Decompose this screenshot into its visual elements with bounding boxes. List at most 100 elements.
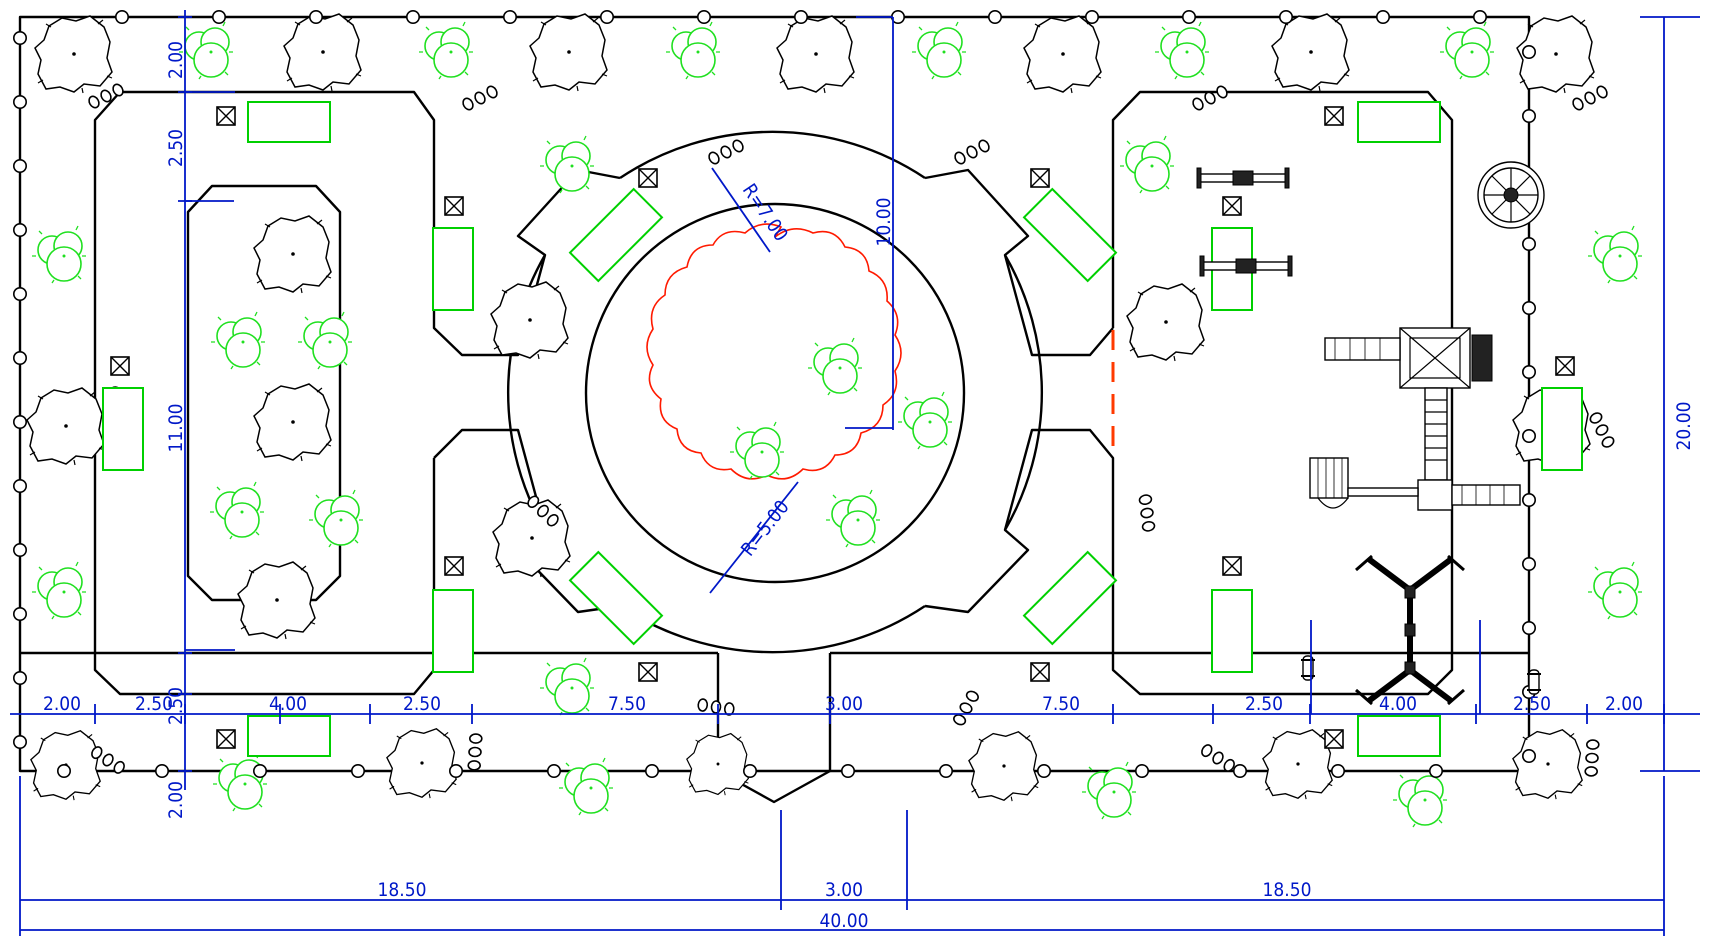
benches (102, 101, 1583, 757)
fence-post-icon (13, 414, 28, 430)
dim-row-right-5: 7.50 (1042, 693, 1080, 715)
lamp-icon (86, 81, 126, 111)
shrub-icon (209, 481, 265, 540)
fence-post-icon (13, 478, 28, 494)
plaza-outer-ring (507, 130, 1043, 654)
fence-post-icon (1331, 763, 1345, 779)
fence-post-icon (1522, 428, 1536, 444)
fence-post-icon (405, 10, 421, 25)
fence-post-icon (56, 763, 71, 779)
fence-post-icon (1522, 364, 1536, 380)
lamp-icon (1196, 734, 1240, 782)
waste-bin-icon (1222, 196, 1242, 216)
dim-row-right-1: 2.00 (1605, 693, 1643, 715)
shrub-icon (539, 657, 595, 716)
lamp-icon (706, 137, 746, 167)
dim-circle-radius-outer: R=7.00 (738, 180, 792, 246)
fence-post-icon (155, 763, 169, 779)
dim-row-left-2: 2.50 (135, 693, 173, 715)
lamp-icon (1587, 410, 1617, 450)
dim-row-right-4: 2.50 (1245, 693, 1283, 715)
tree-icon (386, 728, 457, 799)
tree-icon (492, 499, 571, 578)
waste-bin-icon (110, 356, 130, 376)
bench-icon (102, 387, 144, 471)
fence-post-icon (1522, 620, 1536, 636)
dimension-labels: 2.00 2.50 11.00 2.50 2.00 R=7.00 R=5.00 … (43, 41, 1695, 932)
shrub-icon (729, 421, 785, 480)
fence-post-icon (1522, 44, 1536, 60)
shrub-icon (897, 391, 953, 450)
fence-post-icon (793, 10, 809, 25)
waste-bin-icon (1324, 729, 1344, 749)
fence-post-icon (212, 10, 226, 25)
bench-icon (1357, 715, 1441, 757)
fence-post-icon (13, 30, 28, 46)
bench-icon (247, 101, 331, 143)
fence-post-icon (350, 763, 366, 779)
seesaw-icon (1196, 167, 1290, 189)
tree-icon (1126, 283, 1205, 362)
fence-post-icon (599, 10, 615, 25)
waste-bin-icon (1030, 662, 1050, 682)
dim-bed-length: 11.00 (165, 404, 187, 453)
fence-post-icon (502, 10, 518, 25)
bench-icon (1541, 387, 1583, 471)
shrub-icon (308, 489, 364, 548)
fence-post-icon (115, 10, 129, 25)
fence-post-icon (13, 606, 28, 622)
tree-icon (237, 561, 316, 640)
fence-post-icon (13, 159, 28, 173)
lamp-icon (460, 83, 500, 113)
dim-bottom-depth-left: 2.00 (165, 781, 187, 819)
shrub-icon (1154, 21, 1210, 80)
dim-row-left-1: 2.00 (43, 693, 81, 715)
fence-post-icon (1522, 748, 1536, 764)
dim-row-right-2: 2.50 (1513, 693, 1551, 715)
shrub-icon (1119, 135, 1175, 194)
spring-rider-icon (1301, 655, 1315, 681)
tree-icon (1023, 15, 1102, 94)
dim-center-height: 10.00 (873, 198, 895, 247)
dim-lower-mark: 2.50 (165, 687, 187, 725)
fence-post-icon (840, 763, 856, 779)
dim-bottom-left: 18.50 (378, 879, 427, 901)
tree-icon (1512, 729, 1583, 800)
fence-post-icon (1037, 763, 1051, 779)
lamp-icon (952, 137, 992, 167)
fence-post-icon (13, 542, 28, 558)
shrub-icon (418, 21, 474, 80)
fence-post-icon (1429, 763, 1443, 779)
bench-icon (432, 227, 474, 311)
fence-post-icon (742, 763, 758, 779)
carousel-icon (1477, 161, 1545, 229)
waste-bin-icon (1222, 556, 1242, 576)
fence-post-icon (1473, 10, 1487, 25)
dim-row-left-5: 7.50 (608, 693, 646, 715)
shrub-icon (558, 757, 614, 816)
dim-row-left-3: 4.00 (269, 693, 307, 715)
tree-icon (26, 387, 105, 466)
lamp-icon (1570, 83, 1610, 113)
lamp-icon (1127, 489, 1167, 537)
lamp-icon (692, 684, 740, 730)
fence-post-icon (13, 734, 28, 750)
waste-bin-icon (638, 662, 658, 682)
fence-post-icon (1522, 556, 1536, 572)
bench-icon (432, 589, 474, 673)
dim-green-depth-left: 2.50 (165, 129, 187, 167)
dim-row-right-3: 4.00 (1379, 693, 1417, 715)
shrub-icon (31, 561, 87, 620)
bench-icon (247, 715, 331, 757)
shrub-icon (807, 337, 863, 396)
waste-bin-icon (1030, 168, 1050, 188)
bench-icon (1022, 550, 1118, 646)
shrub-icon (539, 135, 595, 194)
seesaw-icon (1199, 255, 1293, 277)
dim-total-height: 20.00 (1673, 402, 1695, 451)
fence-post-icon (308, 10, 324, 25)
tree-icon (34, 15, 113, 94)
dim-bottom-center: 3.00 (825, 879, 863, 901)
plaza-inner-circle (584, 202, 966, 584)
